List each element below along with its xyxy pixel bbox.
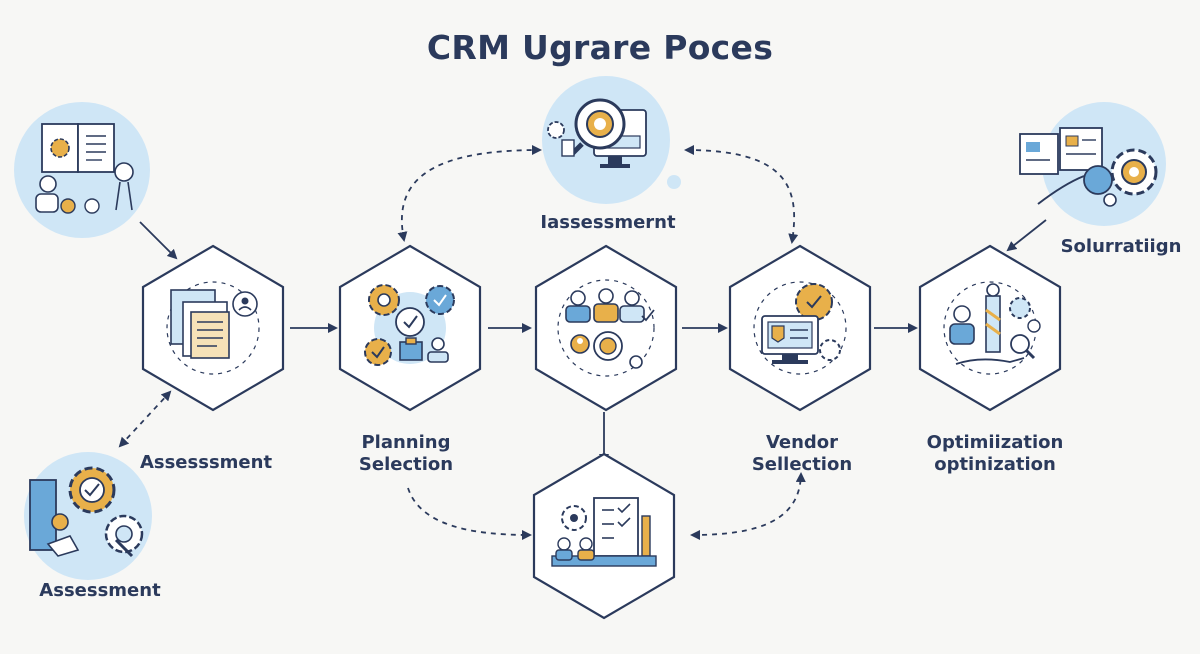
arrow-circle-hex1 [139, 221, 178, 260]
user-icon [35, 175, 100, 214]
award-icon [570, 331, 643, 369]
checklist-icon [593, 497, 639, 557]
dashed-loop-right-top [684, 145, 799, 244]
label-planning: Planning Selection [346, 432, 466, 476]
label-vendor-line-1: Vendor [765, 432, 839, 453]
label-left-middle: Assesssment [139, 452, 273, 473]
checklist-icon [395, 307, 425, 361]
gear-icon [68, 466, 116, 514]
document-icon [1019, 127, 1103, 175]
label-planning-line-2: Selection [358, 454, 454, 475]
dashed-loop-right-bottom [690, 472, 806, 540]
dashed-loop-left-bottom [407, 487, 532, 540]
magnifier-icon [570, 98, 626, 156]
diagram-title: CRM Ugrare Poces [426, 28, 774, 67]
label-optimization-line-1: Optimiization [926, 432, 1064, 453]
lightbulb-icon [114, 162, 134, 211]
handshake-icon [1037, 165, 1117, 207]
hex-4 [728, 244, 872, 412]
label-bottom-left: Assessment [39, 580, 161, 601]
hex-1 [141, 244, 285, 412]
label-optimization: Optimiization optinization [900, 432, 1090, 476]
user-icon [232, 291, 258, 317]
label-optimization-line-2: optinization [934, 454, 1056, 475]
user-icon [46, 513, 80, 557]
document-icon [170, 289, 230, 359]
monitor-icon [761, 315, 819, 364]
label-vendor-line-2: Sellection [751, 454, 853, 475]
gear-icon [547, 121, 575, 157]
hex-6 [532, 452, 676, 620]
circle-top-center [542, 76, 681, 204]
gear-icon [1009, 297, 1031, 319]
dashed-diag-bottom-left [118, 390, 172, 448]
notebook-icon [29, 479, 57, 551]
connectors [118, 145, 1047, 540]
team-icon [551, 537, 657, 567]
arrow-circle-hex5 [1006, 219, 1047, 252]
gear-icon [425, 285, 455, 315]
hex-5 [918, 244, 1062, 412]
hex-2 [338, 244, 482, 412]
gear-icon [561, 505, 587, 531]
label-planning-line-1: Planning [361, 432, 451, 453]
lightbulb-icon [1027, 319, 1041, 333]
team-icon [565, 288, 655, 323]
gear-icon [819, 339, 841, 361]
circle-bottom-left [24, 452, 152, 580]
gear-icon [50, 138, 70, 158]
gear-icon [368, 284, 400, 316]
circle-top-left [14, 102, 150, 238]
gear-icon [1110, 148, 1158, 196]
hex-3 [534, 244, 678, 412]
magnifier-icon [1010, 334, 1036, 360]
label-top-center: Iassessmernt [540, 212, 676, 233]
circle-top-right [1019, 102, 1166, 226]
handshake-icon [955, 283, 1025, 365]
dashed-loop-left-top [397, 145, 542, 242]
gear-icon [364, 338, 392, 366]
label-top-right: Solurratiign [1060, 236, 1182, 257]
gear-icon [795, 283, 833, 321]
user-icon [949, 305, 975, 345]
user-icon [427, 337, 449, 363]
magnifier-icon [104, 514, 144, 558]
label-vendor: Vendor Sellection [736, 432, 868, 476]
